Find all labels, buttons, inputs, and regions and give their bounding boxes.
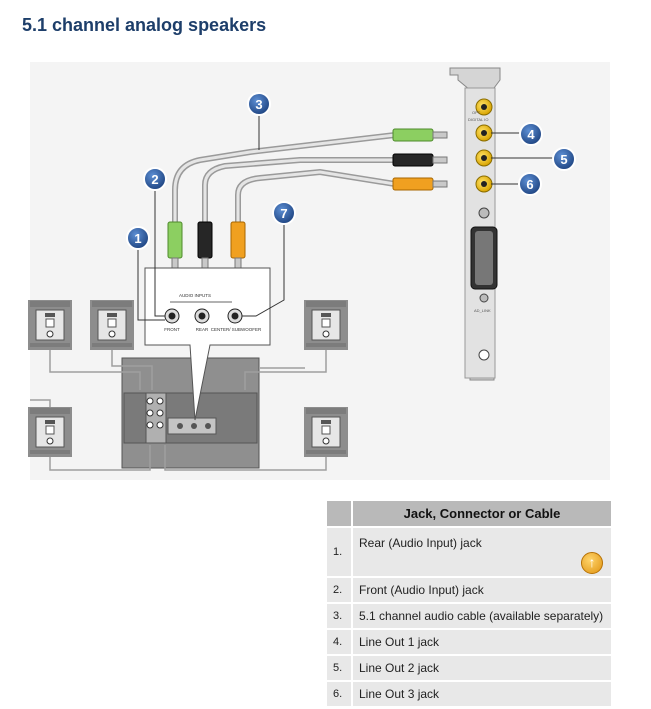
row-text: Line Out 1 jack xyxy=(353,628,611,654)
callout-5: 5 xyxy=(552,147,576,171)
table-header-row: Jack, Connector or Cable xyxy=(327,501,611,526)
callout-4: 4 xyxy=(519,122,543,146)
svg-text:6: 6 xyxy=(526,177,533,192)
row-text: Rear (Audio Input) jack xyxy=(359,536,482,550)
audio-inputs-panel: AUDIO INPUTS FRONT REAR CENTER/ SUBWOOFE… xyxy=(144,267,271,421)
row-number: 2. xyxy=(327,576,353,602)
svg-text:4: 4 xyxy=(527,127,535,142)
card-label-adlink: AD_LINK xyxy=(474,308,491,313)
header-label: Jack, Connector or Cable xyxy=(353,501,611,526)
row-number: 1. xyxy=(327,526,353,576)
row-text: 5.1 channel audio cable (available separ… xyxy=(353,602,611,628)
callout-6: 6 xyxy=(518,172,542,196)
svg-text:7: 7 xyxy=(280,206,287,221)
row-number: 4. xyxy=(327,628,353,654)
speaker-center xyxy=(90,300,134,350)
page-title: 5.1 channel analog speakers xyxy=(22,15,267,35)
speaker-front-left xyxy=(28,300,72,350)
row-text: Line Out 2 jack xyxy=(353,654,611,680)
jack-label-rear: REAR xyxy=(196,327,209,332)
svg-text:2: 2 xyxy=(151,172,158,187)
callout-3: 3 xyxy=(247,92,271,116)
legend-table: Jack, Connector or Cable 1. Rear (Audio … xyxy=(327,501,611,706)
row-number: 3. xyxy=(327,602,353,628)
cable-bundle xyxy=(172,132,398,228)
card-plugs xyxy=(392,128,448,191)
row-text: Front (Audio Input) jack xyxy=(353,576,611,602)
up-arrow-icon[interactable] xyxy=(581,552,603,574)
wiring-diagram: OPT DIGITAL IO AD_LINK xyxy=(28,62,610,480)
speaker-rear-left xyxy=(28,407,72,457)
table-row: 1. Rear (Audio Input) jack xyxy=(327,526,611,576)
card-label-opt: OPT xyxy=(472,110,481,115)
header-num-cell xyxy=(327,501,353,526)
table-row: 2. Front (Audio Input) jack xyxy=(327,576,611,602)
table-row: 5. Line Out 2 jack xyxy=(327,654,611,680)
card-label-digital: DIGITAL IO xyxy=(468,117,488,122)
speaker-wires xyxy=(30,350,327,471)
table-row: 3. 5.1 channel audio cable (available se… xyxy=(327,602,611,628)
row-number: 6. xyxy=(327,680,353,706)
speaker-plugs xyxy=(167,221,246,275)
svg-text:3: 3 xyxy=(255,97,262,112)
jack-label-center: CENTER/ SUBWOOFER xyxy=(211,327,262,332)
sound-card-bracket: OPT DIGITAL IO AD_LINK xyxy=(449,67,501,381)
callout-2: 2 xyxy=(143,167,167,191)
svg-text:5: 5 xyxy=(560,152,567,167)
callout-7: 7 xyxy=(272,201,296,225)
panel-title: AUDIO INPUTS xyxy=(179,293,211,298)
speaker-front-right xyxy=(304,300,348,350)
svg-text:1: 1 xyxy=(134,231,141,246)
jack-label-front: FRONT xyxy=(164,327,180,332)
row-text-cell: Rear (Audio Input) jack xyxy=(353,526,611,576)
table-row: 4. Line Out 1 jack xyxy=(327,628,611,654)
row-text: Line Out 3 jack xyxy=(353,680,611,706)
table-row: 6. Line Out 3 jack xyxy=(327,680,611,706)
callout-1: 1 xyxy=(126,226,150,250)
speaker-rear-right xyxy=(304,407,348,457)
row-number: 5. xyxy=(327,654,353,680)
subwoofer-unit xyxy=(121,357,260,469)
